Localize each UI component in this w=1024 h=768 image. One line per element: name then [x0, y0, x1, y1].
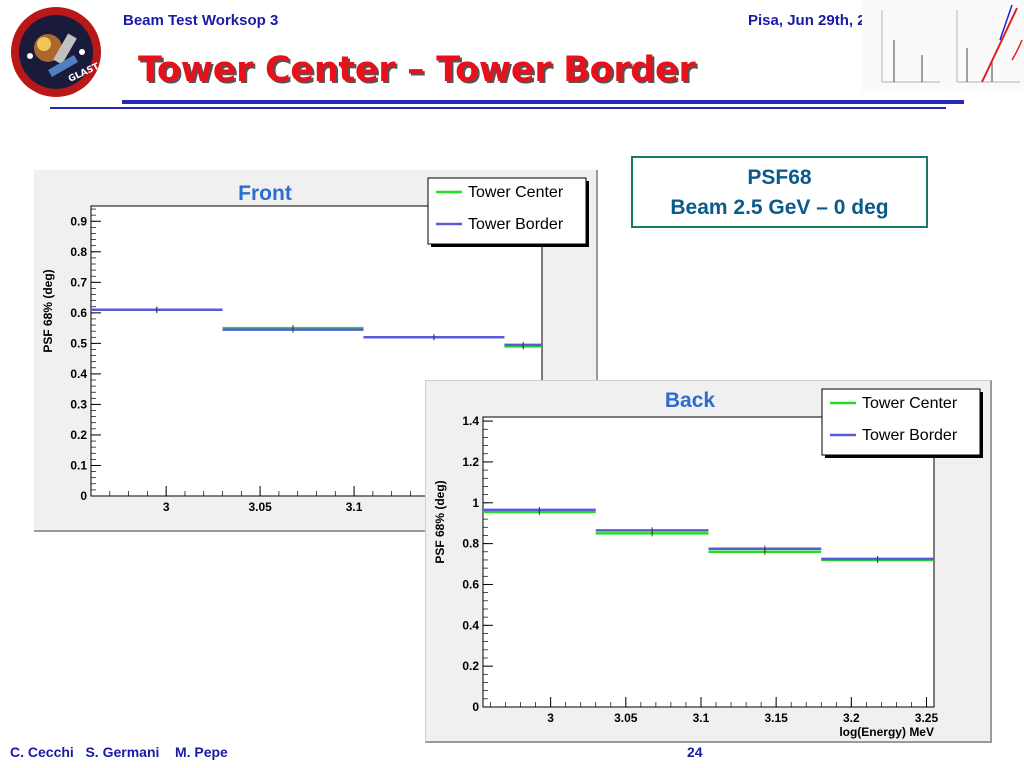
y-tick-label: 1.2: [462, 455, 479, 469]
y-tick-label: 1: [472, 496, 479, 510]
footer-authors: C. Cecchi S. Germani M. Pepe: [10, 744, 228, 760]
y-axis-label: PSF 68% (deg): [41, 269, 55, 352]
back-chart: Back 0 0.2 0.4 0.6 0.8 1 1.2 1.4 3 3.05 3.1 3.15 3.2 3…: [433, 388, 983, 739]
y-tick-label: 0: [472, 700, 479, 714]
y-tick-label: 0.3: [70, 397, 87, 411]
info-title: PSF68: [747, 166, 812, 189]
x-axis-label: log(Energy) MeV: [839, 725, 934, 739]
y-tick-label: 0.2: [462, 659, 479, 673]
legend-entry: Tower Border: [862, 427, 958, 444]
front-chart: Front 0 0.1 0.2 0.3 0.4 0.5 0.6 0.7 0.8 0.9 3 3.05 3.…: [41, 177, 589, 514]
chart-title: Front: [238, 182, 292, 205]
y-tick-label: 0.5: [70, 336, 87, 350]
y-tick-label: 0.8: [70, 245, 87, 259]
legend-entry: Tower Center: [862, 395, 958, 412]
x-tick-label: 3: [547, 711, 554, 725]
y-tick-label: 0.4: [70, 367, 87, 381]
page-number: 24: [687, 744, 703, 760]
x-tick-label: 3.05: [614, 711, 638, 725]
x-tick-label: 3.25: [915, 711, 939, 725]
y-tick-label: 0.9: [70, 214, 87, 228]
plot-frame: [482, 416, 935, 708]
info-subtitle: Beam 2.5 GeV – 0 deg: [670, 196, 889, 219]
psf-info-box: PSF68 Beam 2.5 GeV – 0 deg: [631, 156, 928, 228]
event-name: Beam Test Worksop 3: [123, 12, 279, 29]
y-tick-label: 0.6: [70, 306, 87, 320]
slide-title: Tower Center – Tower Border: [138, 50, 696, 90]
x-tick-label: 3.05: [248, 500, 272, 514]
y-tick-label: 1.4: [462, 414, 479, 428]
x-tick-label: 3.15: [764, 711, 788, 725]
y-tick-label: 0.1: [70, 458, 87, 472]
event-date: Pisa, Jun 29th, 2006: [748, 12, 891, 29]
title-rule-thin: [50, 107, 946, 109]
glast-logo-icon: GLAST: [8, 4, 104, 100]
x-tick-label: 3.2: [843, 711, 860, 725]
y-tick-label: 0.6: [462, 577, 479, 591]
back-chart-panel: Back 0 0.2 0.4 0.6 0.8 1 1.2 1.4 3 3.05 3.1 3.15 3.2 3…: [425, 380, 992, 743]
chart-title: Back: [665, 389, 716, 412]
y-axis-label: PSF 68% (deg): [433, 480, 447, 563]
legend-box: [821, 388, 981, 456]
legend-entry: Tower Border: [468, 216, 564, 233]
y-tick-label: 0.8: [462, 537, 479, 551]
x-tick-label: 3.1: [693, 711, 710, 725]
legend-entry: Tower Center: [468, 184, 564, 201]
x-tick-label: 3.1: [346, 500, 363, 514]
title-rule-thick: [122, 100, 964, 104]
y-tick-label: 0: [80, 489, 87, 503]
y-tick-label: 0.4: [462, 618, 479, 632]
y-tick-label: 0.7: [70, 275, 87, 289]
y-tick-label: 0.2: [70, 428, 87, 442]
x-tick-label: 3: [163, 500, 170, 514]
legend-box: [427, 177, 587, 245]
thumbnail-plot-icon: [862, 0, 1024, 92]
